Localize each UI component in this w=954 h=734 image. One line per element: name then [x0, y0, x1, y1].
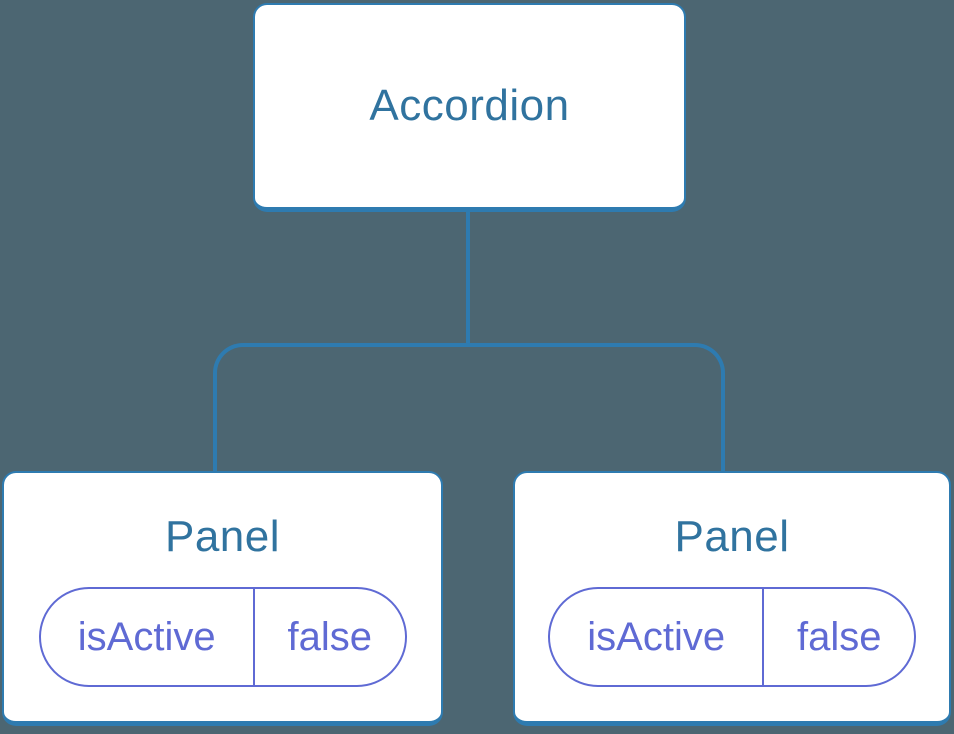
accordion-node-label: Accordion — [369, 81, 570, 130]
panel-node-right: Panel isActive false — [513, 471, 951, 726]
state-name-cell: isActive — [41, 589, 255, 685]
state-pill: isActive false — [38, 587, 407, 687]
state-name-cell: isActive — [550, 589, 765, 685]
state-value-cell: false — [796, 614, 882, 659]
connector-stem — [466, 210, 470, 345]
connector-branch — [213, 343, 725, 473]
panel-node-label: Panel — [674, 512, 790, 561]
state-pill: isActive false — [548, 587, 916, 687]
panel-node-left: Panel isActive false — [2, 471, 443, 726]
accordion-node: Accordion — [253, 3, 686, 212]
panel-node-label: Panel — [164, 512, 281, 561]
state-value-cell: false — [287, 614, 372, 659]
